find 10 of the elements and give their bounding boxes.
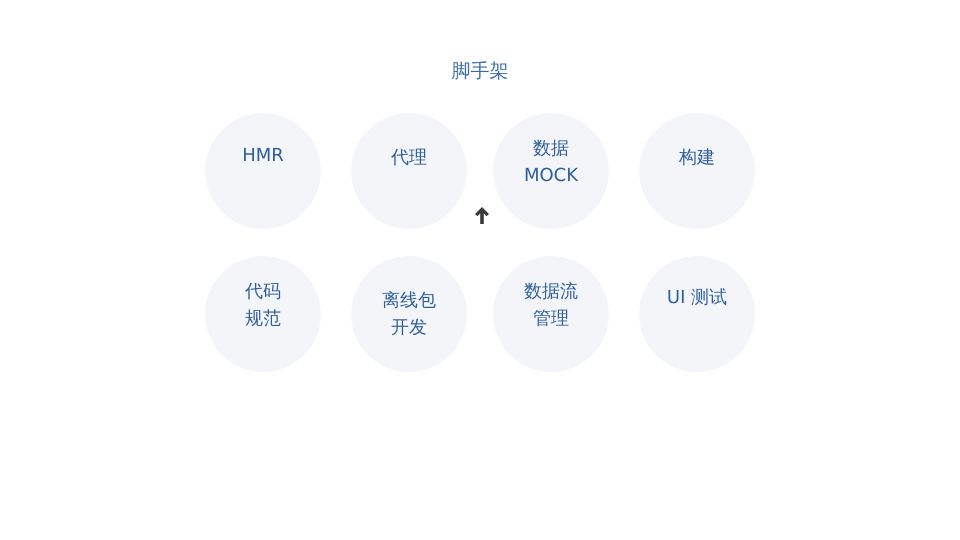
node-label: HMR — [242, 144, 284, 168]
node-label: 构建 — [679, 146, 715, 170]
up-arrow-icon — [475, 207, 489, 224]
node-label: 数据流管理 — [523, 280, 579, 331]
node-label: 离线包开发 — [381, 289, 437, 340]
diagram-title: 脚手架 — [452, 59, 508, 84]
node-label: UI 测试 — [666, 286, 728, 310]
node-label: 代码规范 — [244, 280, 282, 331]
node-label: 数据MOCK — [524, 137, 578, 188]
node-label: 代理 — [391, 146, 427, 170]
